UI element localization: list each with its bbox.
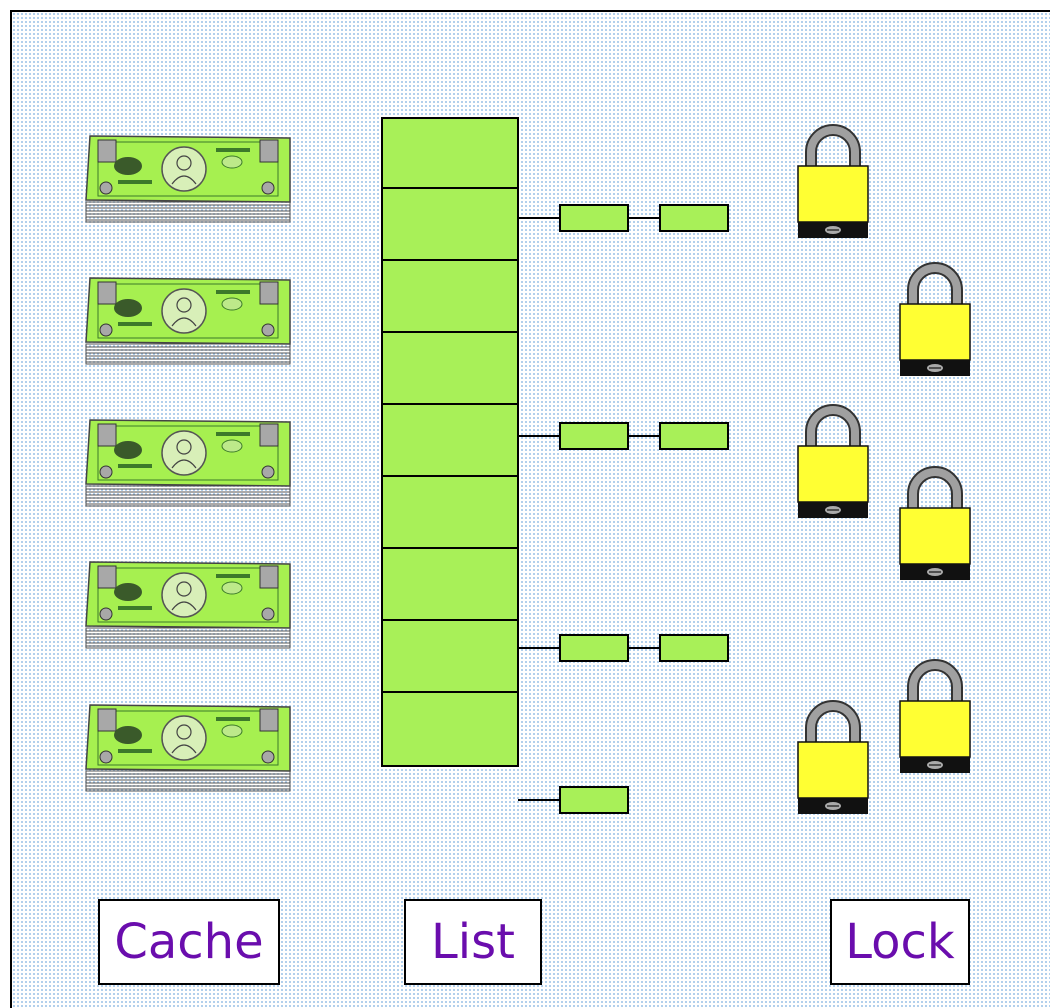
lock-label-text: Lock [845,914,955,970]
list-label: List [404,899,542,985]
money-stack-icon [85,419,291,507]
padlock-icon [797,124,869,238]
list-chain [518,422,729,450]
list-node [559,422,629,450]
list-cell [381,331,519,405]
padlock-icon [797,700,869,814]
list-chain [518,204,729,232]
list-chain [518,634,729,662]
padlock-icon [899,262,971,376]
list-label-text: List [431,914,515,970]
list-node [559,204,629,232]
cache-label: Cache [98,899,280,985]
list-cell [381,117,519,189]
padlock-icon [899,466,971,580]
list-cell [381,187,519,261]
money-stack-icon [85,561,291,649]
padlock-icon [899,659,971,773]
list-cell [381,547,519,621]
diagram-canvas: Cache List Lock [10,10,1050,1008]
list-cell [381,475,519,549]
list-node [659,204,729,232]
money-stack-icon [85,277,291,365]
money-stack-icon [85,704,291,792]
diagram-svg [85,117,971,814]
list-cell [381,691,519,767]
list-cell [381,403,519,477]
list-node [559,786,629,814]
list-chain [518,786,629,814]
list-node [659,634,729,662]
list-cell [381,619,519,693]
list-node [659,422,729,450]
cache-label-text: Cache [114,914,264,970]
list-node [559,634,629,662]
lock-label: Lock [830,899,970,985]
padlock-icon [797,404,869,518]
list-cell [381,259,519,333]
money-stack-icon [85,135,291,223]
